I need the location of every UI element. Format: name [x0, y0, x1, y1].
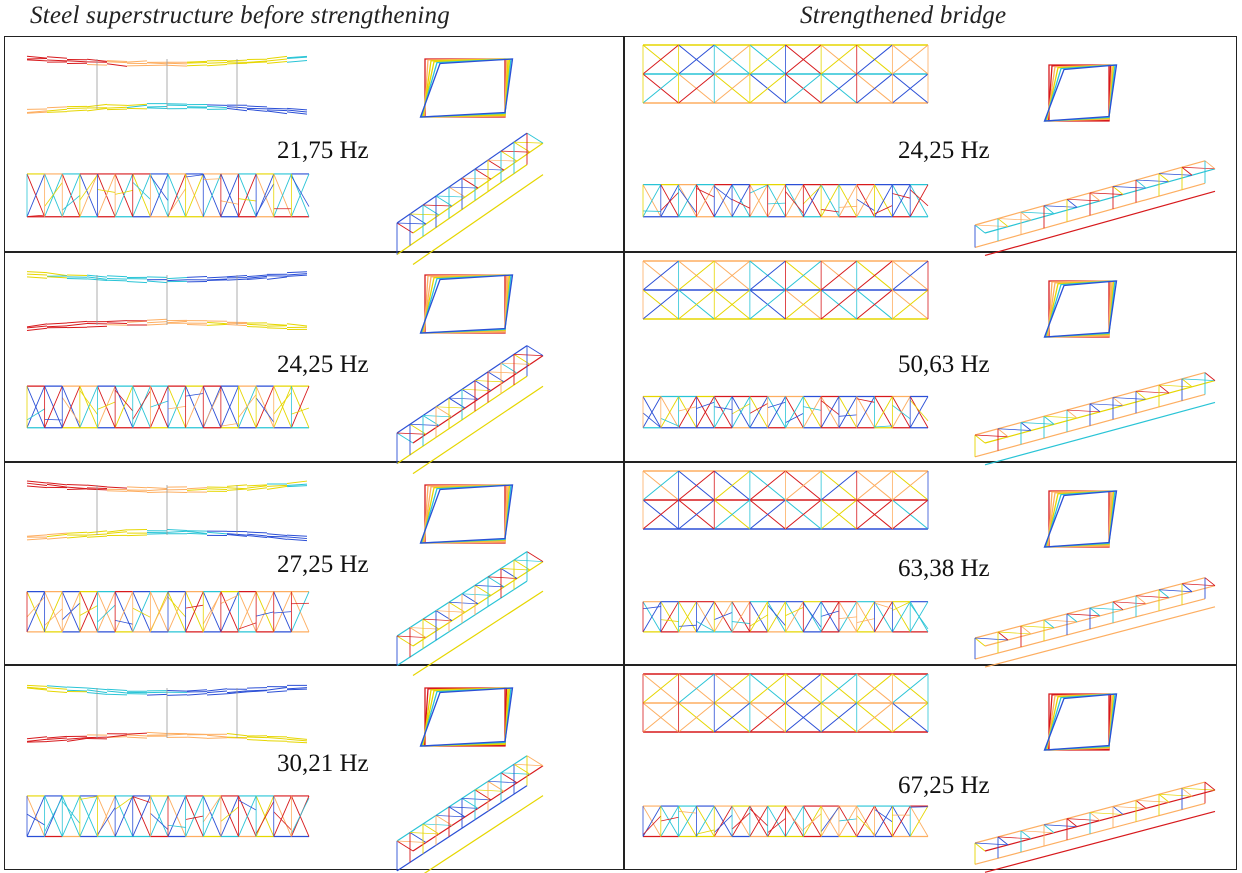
frequency-label-after-4: 67,25 Hz — [898, 772, 990, 799]
mode-shape-drawing-after-3 — [642, 470, 1216, 668]
frequency-label-after-3: 63,38 Hz — [898, 555, 990, 582]
mode-cell-after-1: 24,25 Hz — [625, 37, 1236, 257]
mode-shape-drawing-before-2 — [26, 271, 544, 475]
mode-cell-after-4: 67,25 Hz — [625, 666, 1236, 873]
mode-shape-drawing-after-2 — [642, 260, 1216, 466]
mode-cell-before-1: 21,75 Hz — [5, 37, 623, 265]
mode-shape-drawing-before-1 — [26, 55, 544, 265]
row-divider — [5, 461, 1236, 463]
mode-cell-before-4: 30,21 Hz — [5, 666, 623, 873]
frequency-label-after-2: 50,63 Hz — [898, 351, 990, 378]
frequency-label-before-2: 24,25 Hz — [277, 351, 369, 378]
column-divider — [623, 37, 625, 869]
row-divider — [5, 664, 1236, 666]
mode-cell-before-3: 27,25 Hz — [5, 463, 623, 677]
mode-cell-after-2: 50,63 Hz — [625, 253, 1236, 466]
mode-shape-drawing-before-3 — [26, 480, 544, 677]
frequency-label-before-1: 21,75 Hz — [277, 137, 369, 164]
frequency-label-after-1: 24,25 Hz — [898, 137, 990, 164]
row-divider — [5, 251, 1236, 253]
mode-cell-before-2: 24,25 Hz — [5, 253, 623, 475]
frequency-label-before-3: 27,25 Hz — [277, 551, 369, 578]
mode-shape-table: 21,75 Hz 24,25 Hz 24,25 Hz 50,63 Hz 27,2… — [4, 36, 1237, 873]
mode-cell-after-3: 63,38 Hz — [625, 463, 1236, 668]
left-column-header: Steel superstructure before strengthenin… — [30, 2, 450, 29]
mode-shape-drawing-after-1 — [642, 44, 1216, 257]
mode-shape-drawing-after-4 — [642, 673, 1216, 873]
frequency-label-before-4: 30,21 Hz — [277, 750, 369, 777]
mode-shape-drawing-before-4 — [26, 684, 544, 873]
right-column-header: Strengthened bridge — [800, 2, 1007, 29]
